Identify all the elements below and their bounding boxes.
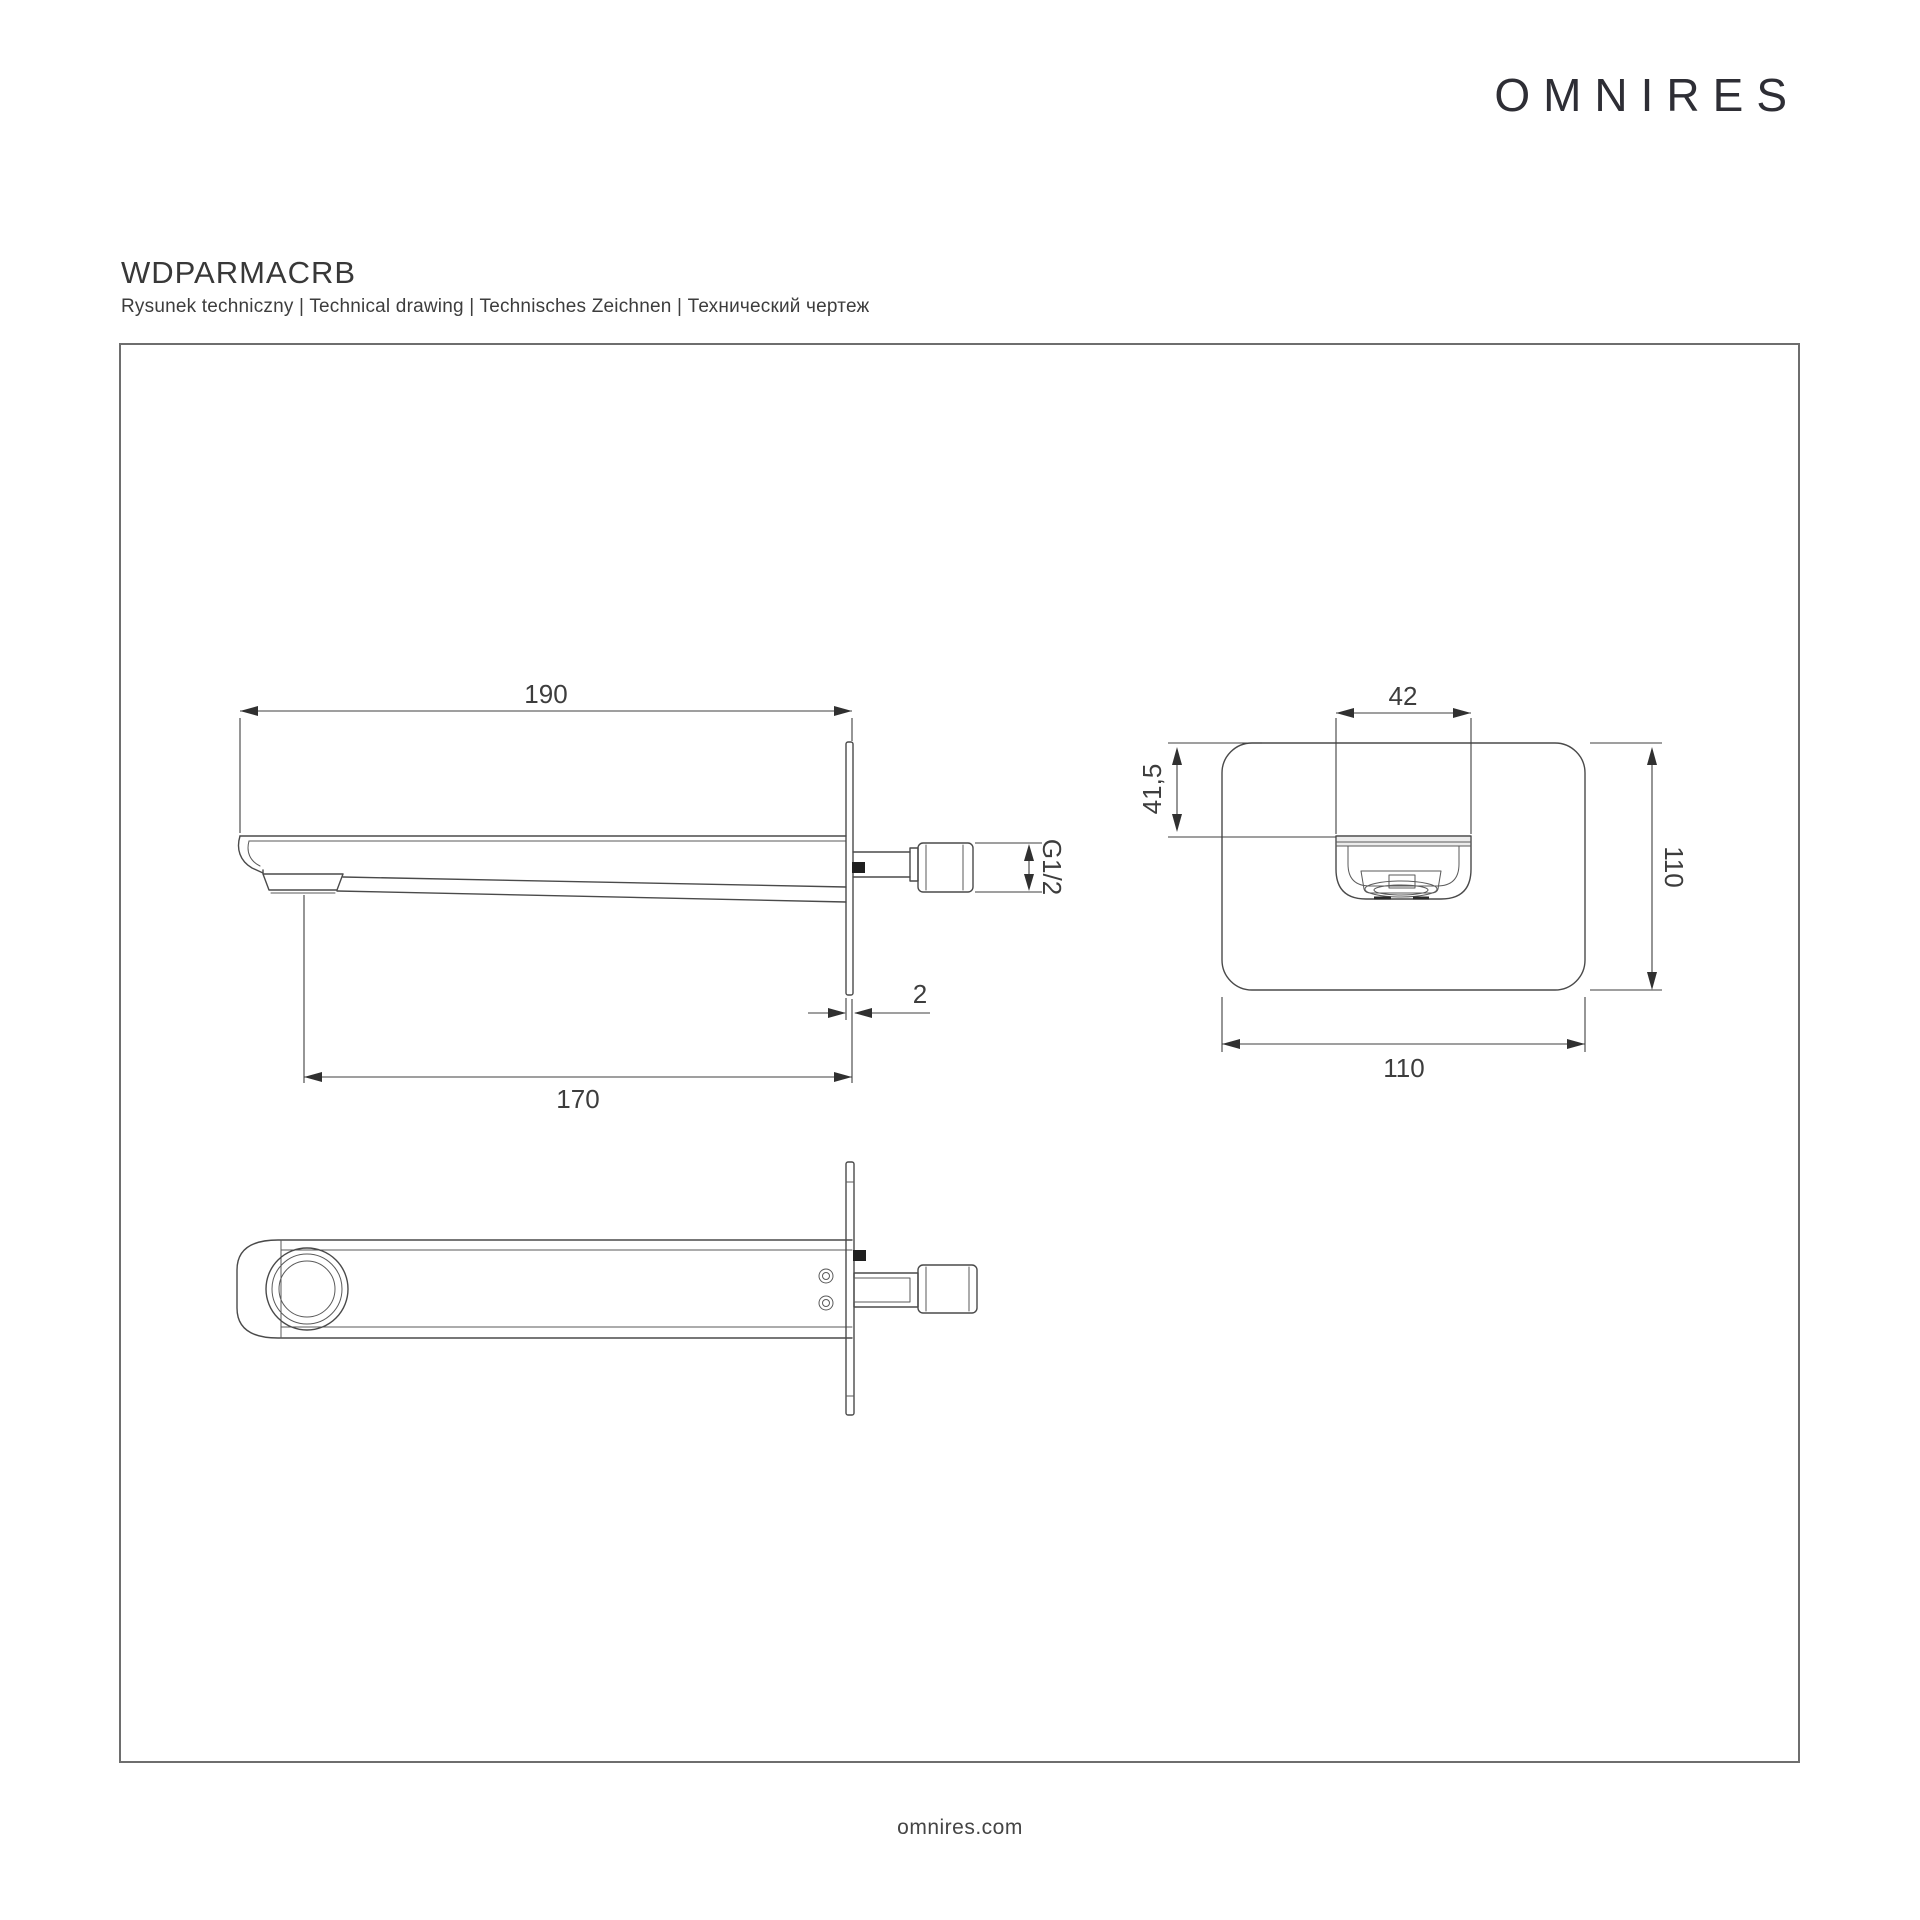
website-footer: omnires.com — [897, 1816, 1023, 1839]
spout-bottom-profile — [236, 1239, 853, 1339]
thread-connector-side — [852, 842, 974, 893]
set-screw-side — [852, 862, 865, 873]
dim-label-170: 170 — [556, 1084, 599, 1114]
side-view-drawing: 190 — [237, 679, 1067, 1114]
front-view-drawing: 42 41,5 — [1137, 681, 1689, 1083]
dim-label-110-width: 110 — [1383, 1053, 1424, 1083]
mounting-details — [818, 1250, 866, 1311]
product-code-title: WDPARMACRB — [121, 255, 357, 290]
dim-g12: G1/2 — [975, 839, 1067, 895]
bottom-view-drawing — [236, 1161, 978, 1416]
dim-110-width: 110 — [1221, 997, 1586, 1083]
dim-110-height: 110 — [1590, 742, 1689, 991]
dim-42: 42 — [1335, 681, 1472, 834]
dim-label-2: 2 — [913, 979, 927, 1009]
dim-label-g12: G1/2 — [1037, 839, 1067, 895]
dim-2: 2 — [808, 979, 930, 1020]
dim-label-42: 42 — [1389, 681, 1418, 711]
wall-plate-side — [845, 741, 854, 996]
drawing-subtitle: Rysunek techniczny | Technical drawing |… — [121, 296, 870, 318]
dim-label-110-height: 110 — [1659, 846, 1689, 887]
drawing-border-box — [119, 343, 1800, 1763]
title-block: WDPARMACRB Rysunek techniczny | Technica… — [121, 255, 870, 318]
dim-label-190: 190 — [524, 679, 567, 709]
dim-label-41-5: 41,5 — [1137, 764, 1167, 815]
dim-170: 170 — [303, 895, 853, 1114]
spout-housing-front — [1335, 835, 1472, 900]
dim-41-5: 41,5 — [1137, 742, 1336, 838]
set-screw-bottom — [853, 1250, 866, 1261]
outlet-circle — [265, 1247, 349, 1331]
spout-side-profile — [237, 835, 847, 903]
wall-plate-bottom — [845, 1161, 855, 1416]
dim-190: 190 — [239, 679, 853, 833]
thread-connector-bottom — [853, 1264, 978, 1314]
wall-plate-front — [1221, 742, 1586, 991]
brand-logo: OMNIRES — [1494, 69, 1800, 121]
